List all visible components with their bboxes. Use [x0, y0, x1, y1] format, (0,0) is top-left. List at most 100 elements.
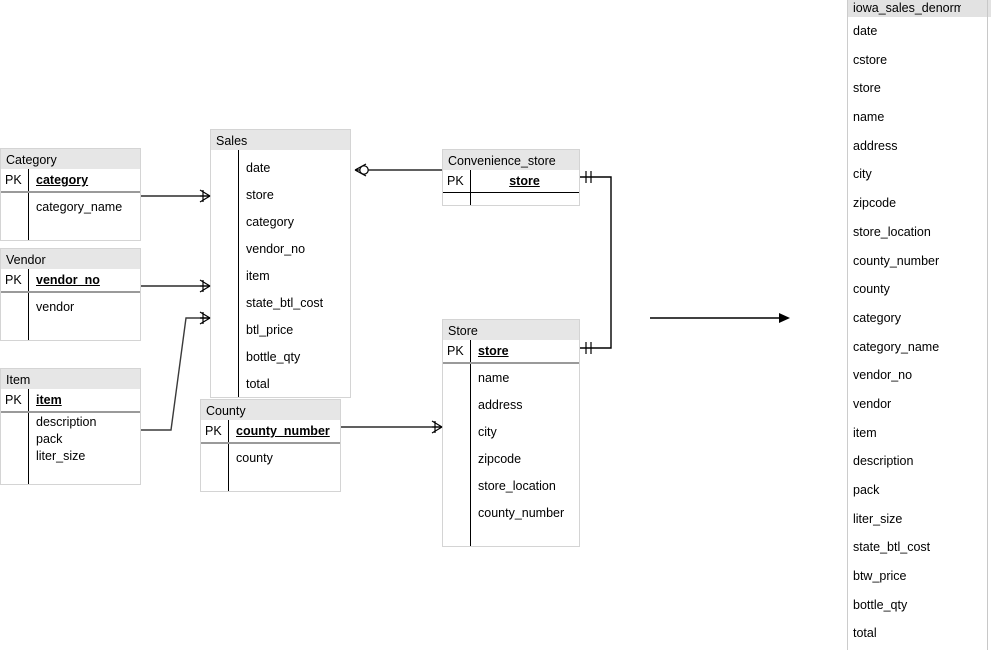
attribute-name: city: [478, 424, 497, 439]
pk-attribute: item: [36, 393, 62, 407]
entity-store-body: PK store name address city zipcode store_locat…: [443, 340, 579, 546]
attribute-name: bottle_qty: [246, 349, 301, 364]
attribute-name: store: [246, 187, 274, 202]
attribute-row: address: [443, 391, 579, 418]
denorm-panel-header-extension: [961, 0, 988, 17]
denorm-column-item: store: [853, 81, 881, 96]
attribute-row: store: [211, 181, 350, 208]
entity-store-pk-row: PK store: [443, 340, 579, 362]
attribute-name: county_number: [478, 505, 565, 520]
denorm-column-item: store_location: [853, 224, 931, 239]
pk-marker: PK: [5, 273, 22, 287]
empty-row: [443, 193, 579, 205]
denorm-column-item: state_btl_cost: [853, 540, 931, 555]
pk-marker: PK: [5, 173, 22, 187]
attribute-name: zipcode: [478, 451, 522, 466]
attribute-row: state_btl_cost: [211, 289, 350, 316]
entity-category-title: Category: [1, 149, 140, 169]
denorm-column-item: vendor_no: [853, 368, 913, 383]
entity-category-body: PK category category_name: [1, 169, 140, 240]
connector-vendor-sales: [141, 279, 211, 293]
denorm-column-item: description: [853, 454, 914, 469]
pk-marker: PK: [447, 174, 464, 188]
denorm-column-item: county: [853, 282, 890, 297]
attribute-name: address: [478, 397, 523, 412]
entity-county-title: County: [201, 400, 340, 420]
attribute-row: county: [201, 444, 340, 471]
attribute-name: state_btl_cost: [246, 295, 324, 310]
entity-vendor-title: Vendor: [1, 249, 140, 269]
denorm-column-item: bottle_qty: [853, 597, 908, 612]
attribute-row: category_name: [1, 193, 140, 220]
attribute-row: name: [443, 364, 579, 391]
attribute-name: pack: [36, 431, 63, 446]
pk-attribute: category: [36, 173, 89, 187]
denorm-column-item: name: [853, 110, 885, 125]
attribute-name: category: [246, 214, 294, 229]
empty-row: [201, 471, 340, 491]
attribute-row: category: [211, 208, 350, 235]
denorm-column-item: county_number: [853, 253, 940, 268]
entity-convenience_store-title: Convenience_store: [443, 150, 579, 170]
pk-attribute: store: [478, 344, 509, 358]
attribute-row: vendor: [1, 293, 140, 320]
attribute-row: btl_price: [211, 316, 350, 343]
denorm-column-item: vendor: [853, 396, 892, 411]
attribute-row: vendor_no: [211, 235, 350, 262]
attribute-name: vendor: [36, 299, 75, 314]
pk-column-divider: [228, 420, 229, 491]
pk-attribute: county_number: [236, 424, 330, 438]
pk-marker: PK: [205, 424, 222, 438]
pk-marker: PK: [447, 344, 464, 358]
attribute-name: total: [246, 376, 270, 391]
attribute-row: zipcode: [443, 445, 579, 472]
pk-separator-rule: [443, 192, 579, 193]
connector-convenience-store-store: [580, 171, 612, 354]
entity-county-pk-row: PK county_number: [201, 420, 340, 442]
attribute-name: date: [246, 160, 271, 175]
connector-sales-convenience-store: [354, 163, 442, 177]
pk-separator-rule: [1, 411, 140, 413]
denorm-column-item: category_name: [853, 339, 940, 354]
denorm-column-item: date: [853, 24, 878, 38]
denorm-column-item: category: [853, 310, 901, 325]
denorm-panel-right-border: [987, 0, 988, 650]
pk-column-divider: [470, 340, 471, 546]
denorm-column-item: liter_size: [853, 511, 903, 526]
pk-column-divider: [28, 169, 29, 240]
attribute-row: pack: [1, 430, 140, 447]
denorm-column-item: pack: [853, 483, 880, 497]
empty-row: [1, 464, 140, 484]
denorm-panel-title: iowa_sales_denorm: [848, 0, 991, 17]
empty-row: [1, 220, 140, 240]
pk-separator-rule: [443, 362, 579, 364]
attribute-name: store_location: [478, 478, 556, 493]
connector-category-sales: [141, 189, 211, 203]
attribute-name: vendor_no: [246, 241, 306, 256]
attribute-row: total: [211, 370, 350, 397]
attribute-name: btl_price: [246, 322, 294, 337]
attribute-row: store_location: [443, 472, 579, 499]
attribute-name: description: [36, 414, 97, 429]
attribute-row: liter_size: [1, 447, 140, 464]
denorm-column-item: address: [853, 138, 898, 153]
attribute-row: description: [1, 413, 140, 430]
pk-column-divider: [28, 389, 29, 484]
attribute-row: city: [443, 418, 579, 445]
